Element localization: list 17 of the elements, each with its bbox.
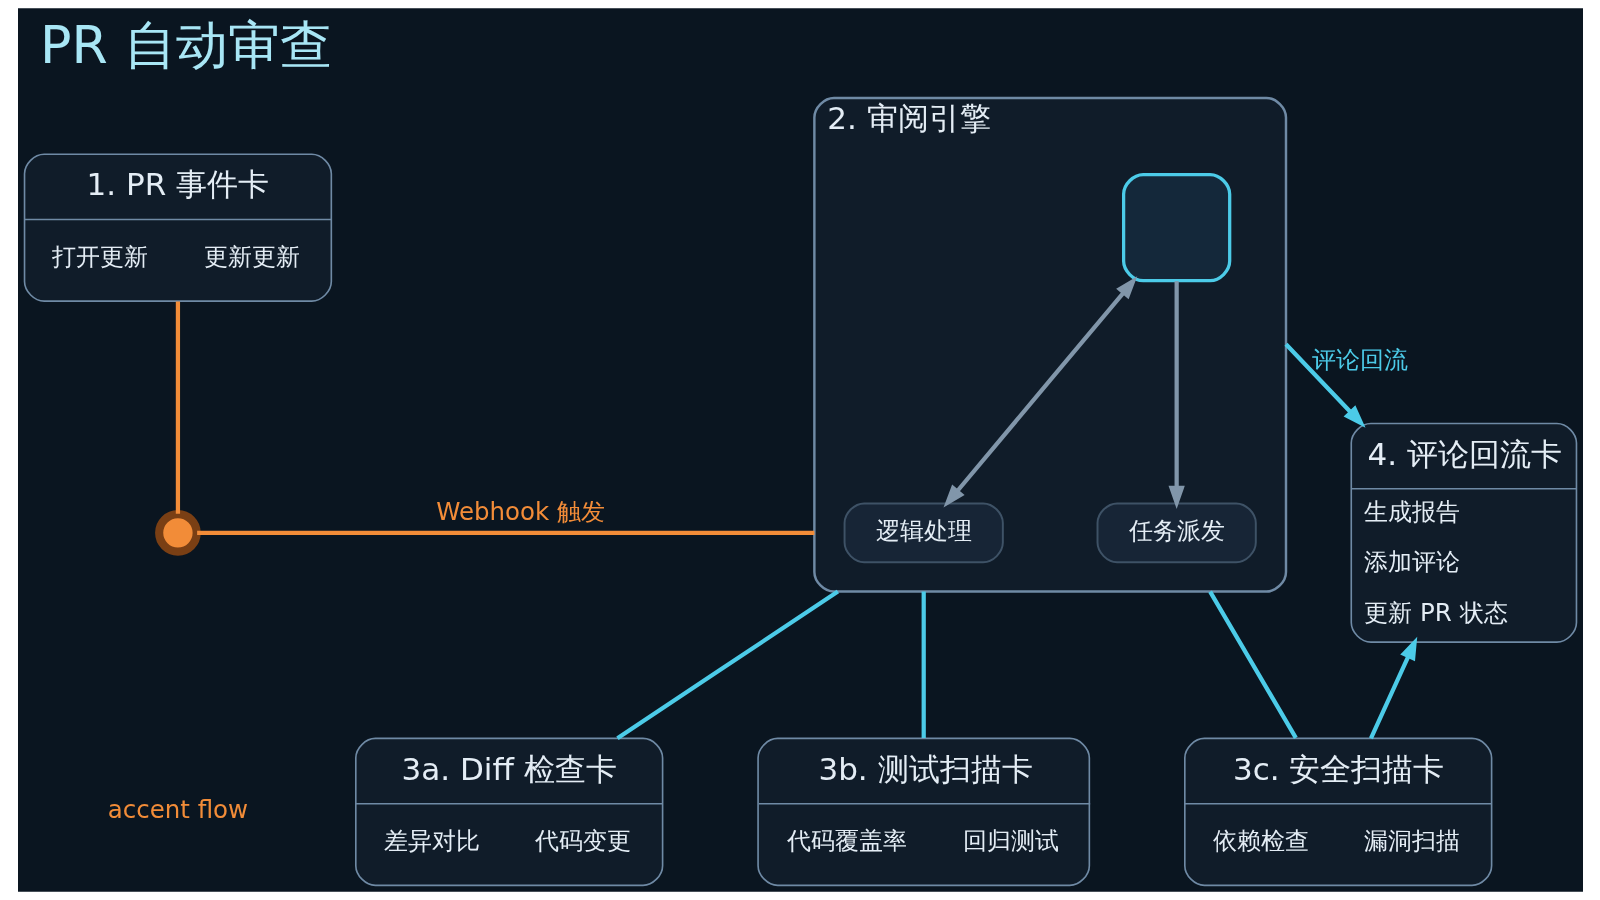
connector [921, 591, 926, 738]
arrow [1283, 342, 1365, 428]
node-box: 逻辑处理 [843, 502, 1004, 564]
connector [615, 589, 839, 740]
node-box: 任务派发 [1096, 502, 1257, 564]
arrow [1168, 281, 1185, 510]
node-circle [154, 509, 201, 556]
label: accent flow [107, 794, 248, 824]
arrow [1368, 636, 1417, 740]
diagram-title: PR 自动审查 [39, 14, 332, 75]
edge-label: Webhook 触发 [435, 496, 605, 526]
edge-label: 评论回流 [1311, 345, 1408, 374]
connector [175, 301, 180, 514]
arrow [943, 276, 1137, 508]
connector [196, 530, 814, 535]
node-box [1121, 173, 1231, 283]
connector [1207, 590, 1298, 739]
